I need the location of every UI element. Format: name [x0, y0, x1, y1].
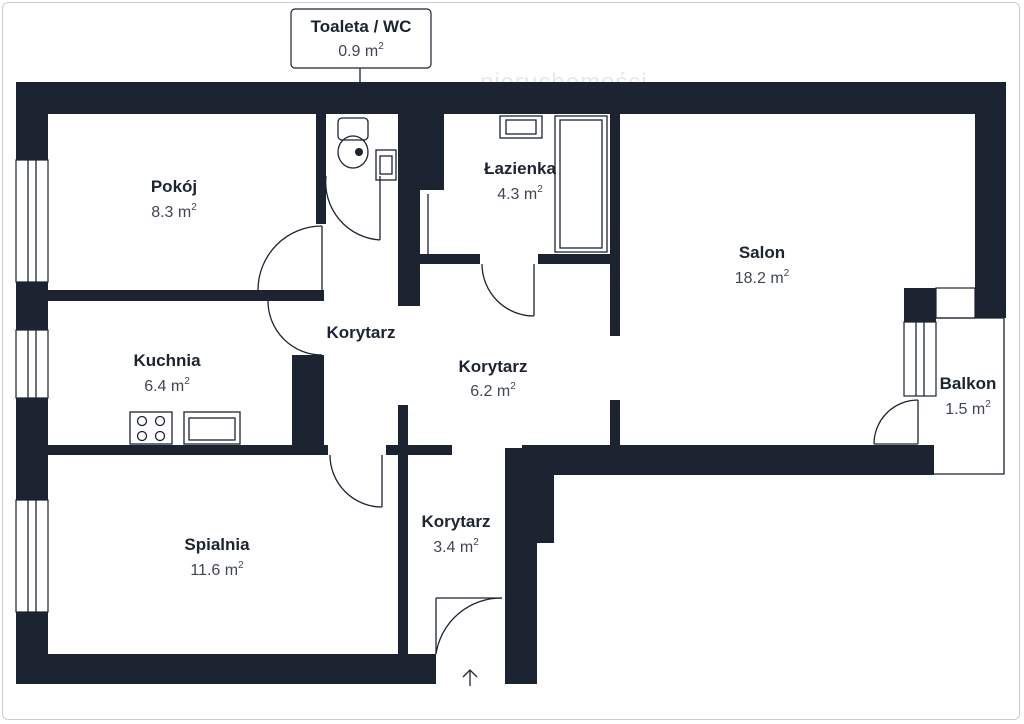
room-area-korytarz-2: 6.2 m2	[470, 381, 516, 400]
room-name-salon: Salon	[739, 243, 785, 262]
room-area-pokoj: 8.3 m2	[151, 202, 197, 221]
callout-toaleta-wc: Toaleta / WC 0.9 m2	[290, 8, 432, 82]
windows	[15, 159, 976, 613]
arrow-up-icon	[462, 669, 478, 686]
balcony-outline	[934, 317, 1005, 475]
room-name-korytarz-3: Korytarz	[422, 512, 491, 531]
room-name-pokoj: Pokój	[151, 177, 197, 196]
room-name-korytarz-2: Korytarz	[459, 357, 528, 376]
room-area-salon: 18.2 m2	[735, 268, 790, 287]
doors	[257, 175, 919, 655]
room-area-kuchnia: 6.4 m2	[144, 376, 190, 395]
room-area-korytarz-3: 3.4 m2	[433, 537, 479, 556]
callout-area: 0.9 m2	[338, 41, 384, 60]
callout-name: Toaleta / WC	[311, 17, 412, 36]
room-area-lazienka: 4.3 m2	[497, 184, 543, 203]
room-name-balkon: Balkon	[940, 374, 997, 393]
room-name-sypialnia: Spialnia	[184, 535, 250, 554]
room-area-sypialnia: 11.6 m2	[190, 560, 244, 579]
room-name-lazienka: Łazienka	[484, 159, 556, 178]
room-name-korytarz-1: Korytarz	[327, 323, 396, 342]
room-labels: Pokój 8.3 m2 Łazienka 4.3 m2 Salon 18.2 …	[133, 159, 996, 579]
walls	[16, 82, 1006, 684]
fixtures	[129, 115, 608, 445]
room-name-kuchnia: Kuchnia	[133, 351, 201, 370]
room-area-balkon: 1.5 m2	[945, 399, 991, 418]
